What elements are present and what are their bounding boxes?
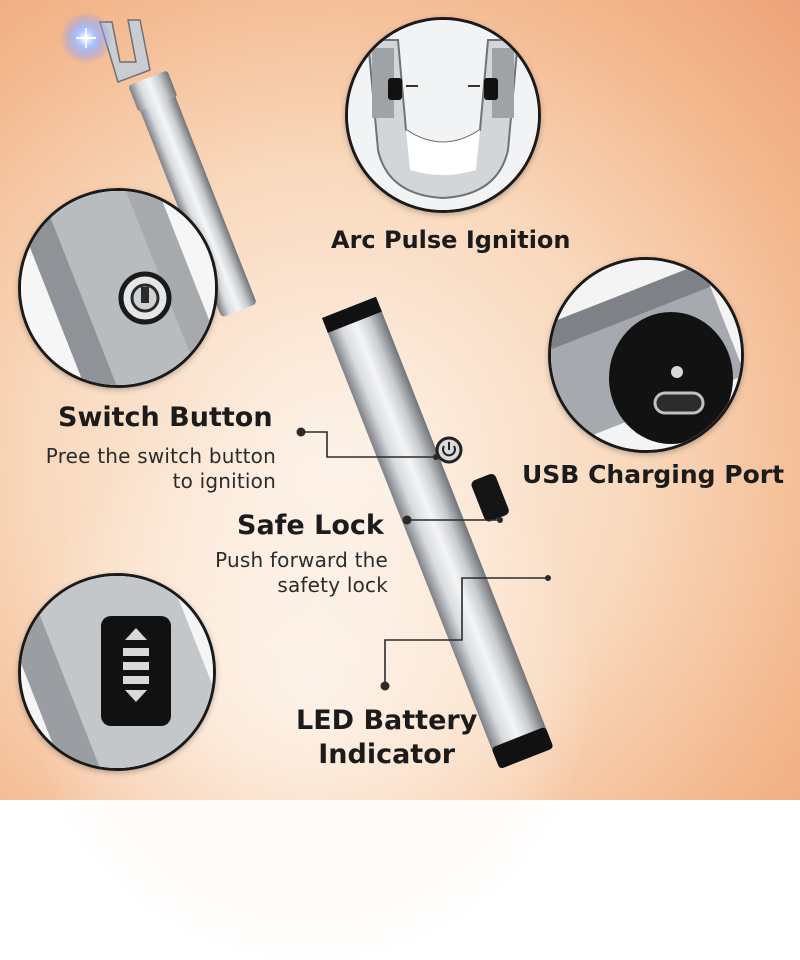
end-cap	[492, 727, 553, 769]
led-indicator-zoom	[18, 573, 216, 771]
led-label-line-2: Indicator	[318, 739, 456, 770]
switch-desc-line-1: Pree the switch button	[45, 444, 276, 468]
safe-lock-label: Safe Lock	[237, 510, 384, 541]
safe-lock-description: Push forward the safety lock	[215, 548, 388, 598]
safety-lock-slot	[471, 473, 509, 522]
led-label-line-1: LED Battery	[296, 705, 478, 736]
lock-desc-line-2: safety lock	[277, 573, 388, 597]
usb-port-zoom	[548, 257, 744, 453]
leader-lines	[296, 427, 551, 691]
switch-desc-line-2: to ignition	[172, 469, 276, 493]
led-battery-indicator-label: LED Battery Indicator	[296, 704, 477, 772]
arc-pulse-ignition-label: Arc Pulse Ignition	[331, 226, 571, 254]
power-switch-icon	[435, 436, 463, 464]
arc-tip-zoom	[345, 17, 541, 213]
usb-charging-port-label: USB Charging Port	[522, 460, 785, 489]
lighter-body	[323, 298, 552, 768]
arc-tip-icon	[60, 12, 151, 83]
tip-collar	[129, 71, 177, 111]
led-indicator-icon	[101, 616, 171, 726]
usb-c-port-icon	[653, 366, 705, 415]
switch-button-label: Switch Button	[58, 402, 273, 433]
body-band	[322, 296, 382, 333]
lock-desc-line-1: Push forward the	[215, 548, 388, 572]
switch-button-zoom	[18, 188, 218, 388]
switch-button-description: Pree the switch button to ignition	[46, 444, 276, 494]
